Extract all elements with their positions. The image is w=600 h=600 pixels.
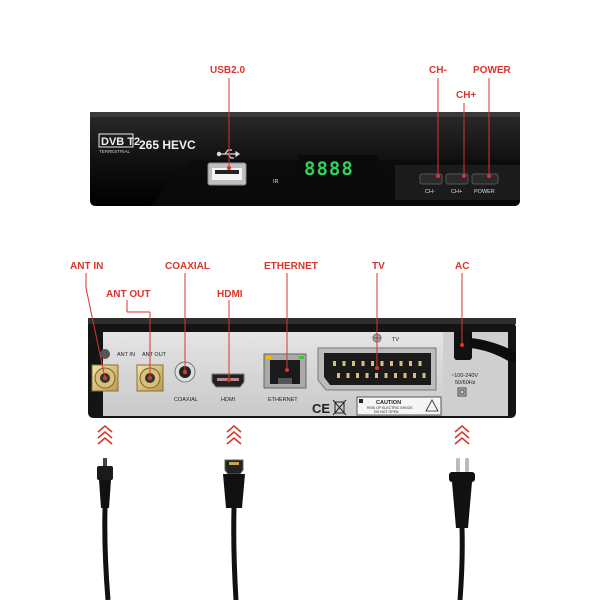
rear-callout-dots xyxy=(103,343,464,382)
scart-pin xyxy=(346,373,350,378)
callout-hdmi: HDMI xyxy=(217,289,243,300)
coaxial-label: COAXIAL xyxy=(174,397,198,403)
double-insulation-icon xyxy=(457,387,467,397)
logo-sub: TERRESTRIAL xyxy=(99,149,131,154)
model-label: 265 HEVC xyxy=(139,138,196,152)
callout-ant-in: ANT IN xyxy=(70,261,103,272)
dvb-t2-logo: DVB T2 TERRESTRIAL xyxy=(98,133,140,154)
callout-ch-plus: CH+ xyxy=(456,90,476,101)
callout-usb: USB2.0 xyxy=(210,65,245,76)
callout-tv: TV xyxy=(372,261,385,272)
scart-pin xyxy=(394,373,397,378)
button-ch-plus-label: CH+ xyxy=(451,189,462,195)
caution-line1: RISK OF ELECTRIC SHOCK xyxy=(367,406,413,410)
ir-label: IR xyxy=(273,179,279,185)
ant-in-label: ANT IN xyxy=(117,352,135,358)
scart-pin xyxy=(418,361,422,366)
scart-pin xyxy=(352,361,355,366)
scart-pin xyxy=(409,361,412,366)
voltage-label: ~100-240V xyxy=(451,373,478,379)
button-ch-minus-label: CH- xyxy=(425,189,435,195)
callout-ant-out: ANT OUT xyxy=(106,289,150,300)
ce-mark: CE xyxy=(312,401,330,416)
usb-icon xyxy=(216,149,241,159)
button-power-label: POWER xyxy=(474,189,495,195)
ant-out-label: ANT OUT xyxy=(142,352,167,358)
power-plug-icon xyxy=(449,458,475,600)
rear-callouts xyxy=(85,273,463,380)
scart-pin xyxy=(342,361,346,366)
tv-label: TV xyxy=(392,337,399,343)
scart-pin xyxy=(371,361,374,366)
scart-pin xyxy=(356,373,359,378)
scart-pin xyxy=(337,373,340,378)
chevron-up-icon xyxy=(226,424,242,445)
scart-pin xyxy=(375,373,378,378)
logo-main: DVB T2 xyxy=(101,136,140,148)
scart-pin xyxy=(422,373,426,378)
usb-port xyxy=(207,162,247,186)
scart-pin xyxy=(361,361,365,366)
callout-ch-minus: CH- xyxy=(429,65,447,76)
scart-pin xyxy=(333,361,336,366)
front-callouts: USB2.0 CH- CH+ POWER xyxy=(210,65,512,178)
led-display: 8888 xyxy=(298,155,378,180)
scart-pin xyxy=(390,361,393,366)
hdmi-label: HDMI xyxy=(221,397,236,403)
callout-ethernet: ETHERNET xyxy=(264,261,318,272)
callout-power: POWER xyxy=(473,65,512,76)
scart-pin xyxy=(384,373,388,378)
caution-line2: DO NOT OPEN xyxy=(374,410,399,414)
antenna-plug-icon xyxy=(97,458,113,600)
weee-icon xyxy=(332,399,347,416)
caution-label: CAUTION RISK OF ELECTRIC SHOCK DO NOT OP… xyxy=(356,396,442,416)
ethernet-port xyxy=(263,353,307,389)
scart-pin xyxy=(365,373,369,378)
frequency-label: 50/60Hz xyxy=(455,380,476,386)
front-buttons: CH- CH+ POWER xyxy=(419,173,499,195)
callout-ac: AC xyxy=(455,261,469,272)
scart-pin xyxy=(380,361,384,366)
callout-coaxial: COAXIAL xyxy=(165,261,210,272)
scart-pin xyxy=(413,373,416,378)
hdmi-plug-icon xyxy=(223,459,245,600)
scart-pin xyxy=(403,373,407,378)
scart-pin xyxy=(399,361,403,366)
chevron-up-icon xyxy=(454,424,470,445)
led-digits: 8888 xyxy=(304,158,354,180)
chevron-up-icon xyxy=(97,424,113,445)
ethernet-label: ETHERNET xyxy=(268,397,298,403)
caution-title: CAUTION xyxy=(376,400,401,406)
